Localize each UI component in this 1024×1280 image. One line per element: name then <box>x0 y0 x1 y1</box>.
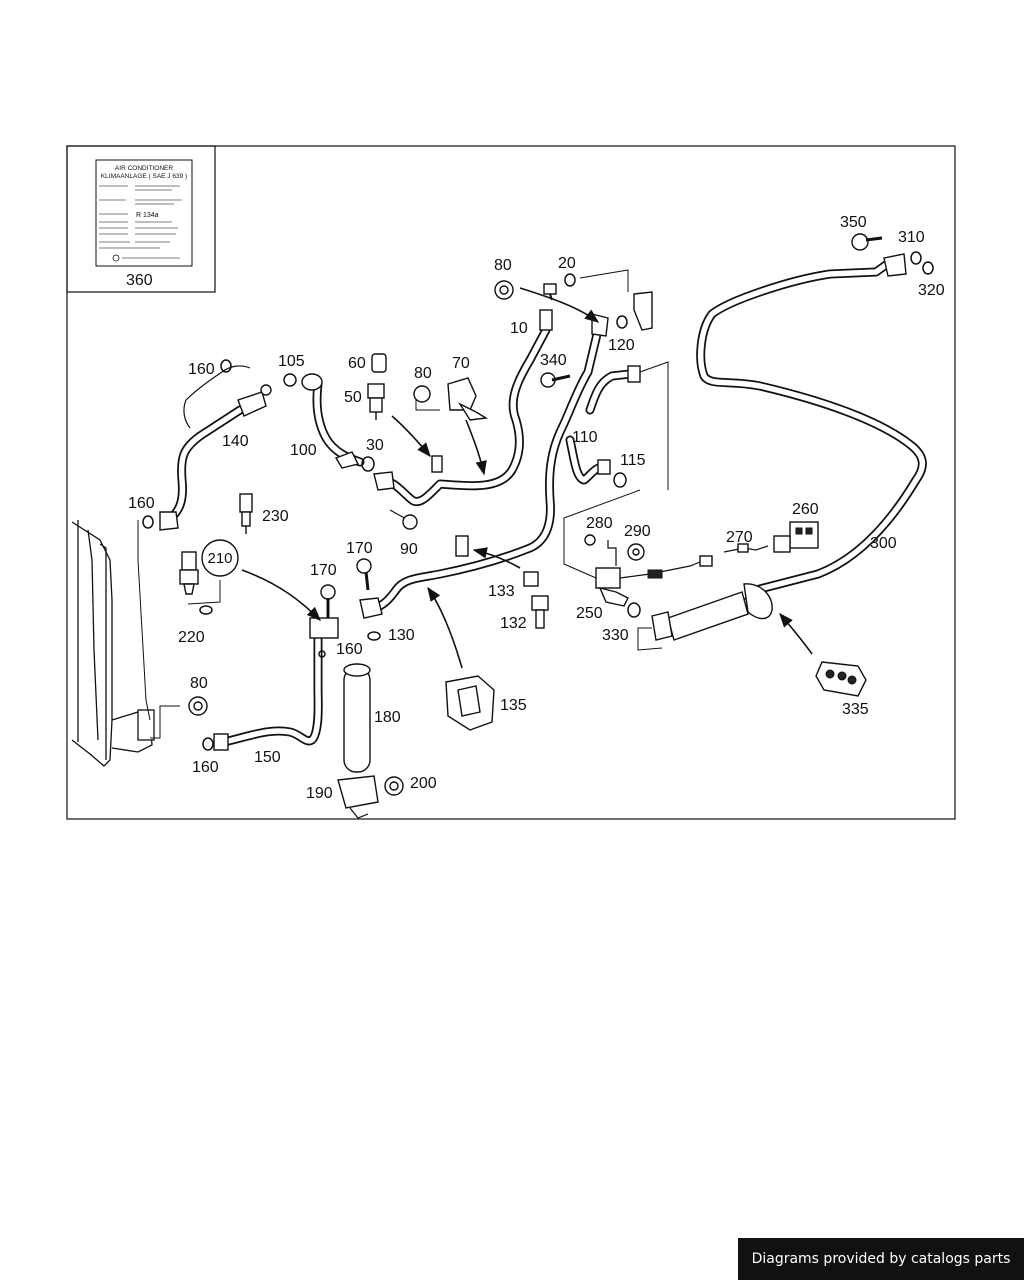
hose-100 <box>301 373 365 469</box>
service-label-title-2: KLIMAANLAGE ( SAE J 639 ) <box>101 173 187 180</box>
bolt-170 <box>320 558 372 618</box>
bracket-70 <box>447 377 489 421</box>
nut-133 <box>523 571 539 587</box>
callout-350[interactable]: 350 <box>840 214 867 231</box>
callout-190[interactable]: 190 <box>306 785 333 802</box>
callout-132[interactable]: 132 <box>500 615 527 632</box>
callout-100[interactable]: 100 <box>290 442 317 459</box>
hose-330 <box>651 583 773 641</box>
callout-133[interactable]: 133 <box>488 583 515 600</box>
bracket-120 <box>633 291 653 331</box>
callout-320[interactable]: 320 <box>918 282 945 299</box>
callout-230[interactable]: 230 <box>262 508 289 525</box>
callout-50[interactable]: 50 <box>344 389 362 406</box>
suction-line <box>373 309 553 506</box>
callout-120[interactable]: 120 <box>608 337 635 354</box>
bolt-90 <box>389 509 418 530</box>
valve-cap-60 <box>371 353 387 373</box>
callout-20[interactable]: 20 <box>558 255 576 272</box>
bolt-340 <box>540 372 571 388</box>
hose-140 <box>159 365 272 531</box>
switch-210 <box>179 551 199 595</box>
callout-340[interactable]: 340 <box>540 352 567 369</box>
callout-335[interactable]: 335 <box>842 701 869 718</box>
callout-140[interactable]: 140 <box>222 433 249 450</box>
nut-80-top <box>494 280 514 300</box>
callout-110[interactable]: 110 <box>572 429 598 446</box>
callout-70[interactable]: 70 <box>452 355 470 372</box>
o-rings <box>142 251 934 751</box>
switch-230 <box>239 493 253 534</box>
hose-300 <box>696 253 927 595</box>
callout-280[interactable]: 280 <box>586 515 613 532</box>
callout-330[interactable]: 330 <box>602 627 629 644</box>
grommet-335 <box>815 661 867 697</box>
credit-text: Diagrams provided by catalogs parts <box>751 1251 1011 1267</box>
callout-210[interactable]: 210 <box>207 550 232 567</box>
callout-260[interactable]: 260 <box>792 501 819 518</box>
callout-80-top[interactable]: 80 <box>494 257 512 274</box>
credit-banner: Diagrams provided by catalogs parts <box>738 1238 1024 1280</box>
pointer-arrows <box>241 287 813 669</box>
refrigerant-type: R 134a <box>136 212 159 219</box>
label-inset-frame <box>66 145 216 293</box>
leader-lines <box>137 269 669 739</box>
callout-160-mid[interactable]: 160 <box>336 641 363 658</box>
callout-105[interactable]: 105 <box>278 353 305 370</box>
callout-80-mid[interactable]: 80 <box>414 365 432 382</box>
bolt-350 <box>851 233 883 251</box>
callout-160-left[interactable]: 160 <box>128 495 155 512</box>
callout-220[interactable]: 220 <box>178 629 205 646</box>
callout-10[interactable]: 10 <box>510 320 528 337</box>
callout-30[interactable]: 30 <box>366 437 384 454</box>
callout-115[interactable]: 115 <box>620 452 646 469</box>
switch-132 <box>531 595 549 629</box>
callout-180[interactable]: 180 <box>374 709 401 726</box>
receiver-drier <box>337 663 379 819</box>
callout-210-ring <box>201 539 239 577</box>
callout-80-low[interactable]: 80 <box>190 675 208 692</box>
hose-110-branch <box>565 365 641 485</box>
callout-90[interactable]: 90 <box>400 541 418 558</box>
grommet-290 <box>627 543 645 561</box>
nut-80-low <box>188 696 208 716</box>
callout-310[interactable]: 310 <box>898 229 925 246</box>
callout-300[interactable]: 300 <box>870 535 897 552</box>
screw-280 <box>584 534 596 546</box>
ac-service-label: AIR CONDITIONER KLIMAANLAGE ( SAE J 639 … <box>95 159 193 267</box>
service-label-title-1: AIR CONDITIONER <box>115 165 173 172</box>
diagram-frame <box>66 145 956 820</box>
connector-270 <box>723 543 769 553</box>
switch-50 <box>367 383 385 420</box>
callout-60[interactable]: 60 <box>348 355 366 372</box>
callout-270[interactable]: 270 <box>726 529 753 546</box>
callout-160-low[interactable]: 160 <box>192 759 219 776</box>
callout-290[interactable]: 290 <box>624 523 651 540</box>
hose-150 <box>213 617 339 751</box>
hose-110 <box>359 313 609 619</box>
callout-135[interactable]: 135 <box>500 697 527 714</box>
callout-160-top[interactable]: 160 <box>188 361 215 378</box>
callout-200[interactable]: 200 <box>410 775 437 792</box>
nut-80-mid <box>413 385 431 403</box>
condenser <box>71 520 155 767</box>
expansion-valve <box>595 540 713 607</box>
callout-130[interactable]: 130 <box>388 627 415 644</box>
connector-260 <box>773 521 819 553</box>
callout-250[interactable]: 250 <box>576 605 603 622</box>
callout-170-left[interactable]: 170 <box>310 562 337 579</box>
nut-200 <box>384 776 404 796</box>
callout-170-right[interactable]: 170 <box>346 540 373 557</box>
callout-360[interactable]: 360 <box>126 272 153 289</box>
callout-150[interactable]: 150 <box>254 749 281 766</box>
bracket-135 <box>445 675 495 731</box>
callouts: 10 20 30 50 60 70 80 80 80 90 100 105 11… <box>128 214 945 802</box>
